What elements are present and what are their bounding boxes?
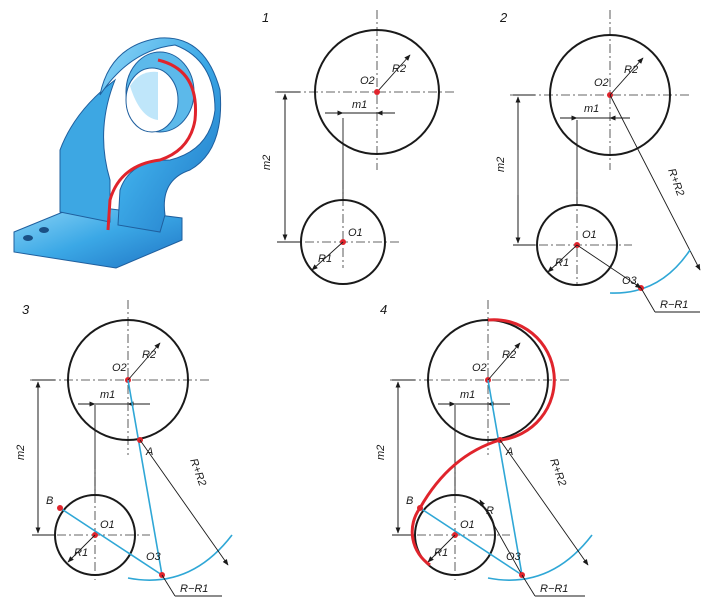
svg-text:m1: m1 [100,389,115,401]
svg-text:O1: O1 [460,519,475,531]
svg-text:m2: m2 [495,157,507,172]
svg-text:R+R2: R+R2 [187,457,208,488]
svg-text:R−R1: R−R1 [540,583,568,595]
label-m2: m2 [261,155,273,170]
svg-text:R1: R1 [434,547,448,559]
svg-text:O3: O3 [506,551,522,563]
label-r: R [486,505,494,517]
svg-text:m1: m1 [460,389,475,401]
svg-text:R2: R2 [502,349,516,361]
step-1-panel: 1 R2 O2 O1 R1 m1 m2 [261,10,455,285]
label-r2: R2 [392,63,406,75]
label-b: B [46,495,53,507]
center-o2 [374,89,380,95]
svg-text:O2: O2 [112,362,127,374]
step-3-panel: 3 O2 R2 O1 R1 m1 m2 A B O3 R+R [15,300,233,597]
svg-text:R+R2: R+R2 [665,167,686,198]
svg-text:m2: m2 [15,445,27,460]
svg-text:O2: O2 [472,362,487,374]
svg-text:R2: R2 [624,64,638,76]
label-m1: m1 [352,99,367,111]
svg-text:R−R1: R−R1 [660,299,688,311]
step-1-number: 1 [262,10,269,25]
svg-text:O1: O1 [100,519,115,531]
label-r1: R1 [318,253,332,265]
svg-text:B: B [406,495,413,507]
part-illustration [13,37,222,269]
conjugation-curve [410,318,556,567]
label-o2: O2 [360,75,375,87]
label-a: A [145,446,153,458]
svg-text:R1: R1 [555,257,569,269]
svg-text:R1: R1 [74,547,88,559]
svg-text:A: A [505,446,513,458]
svg-text:O1: O1 [582,229,597,241]
step-2-panel: 2 O2 R2 O1 R1 m1 m2 R+R2 O3 R−R1 [495,10,701,313]
step-3-number: 3 [22,302,30,317]
svg-text:m2: m2 [375,445,387,460]
svg-text:O3: O3 [146,551,162,563]
step-4-panel: 4 O2 R2 O1 R1 m1 m2 R A B [375,300,593,597]
circle-o2 [314,29,440,155]
svg-text:R2: R2 [142,349,156,361]
svg-text:m1: m1 [584,103,599,115]
step-4-number: 4 [380,302,387,317]
label-o1: O1 [348,227,363,239]
step-2-number: 2 [499,10,508,25]
svg-text:R+R2: R+R2 [547,457,568,488]
svg-text:O2: O2 [594,77,609,89]
svg-text:R−R1: R−R1 [180,583,208,595]
